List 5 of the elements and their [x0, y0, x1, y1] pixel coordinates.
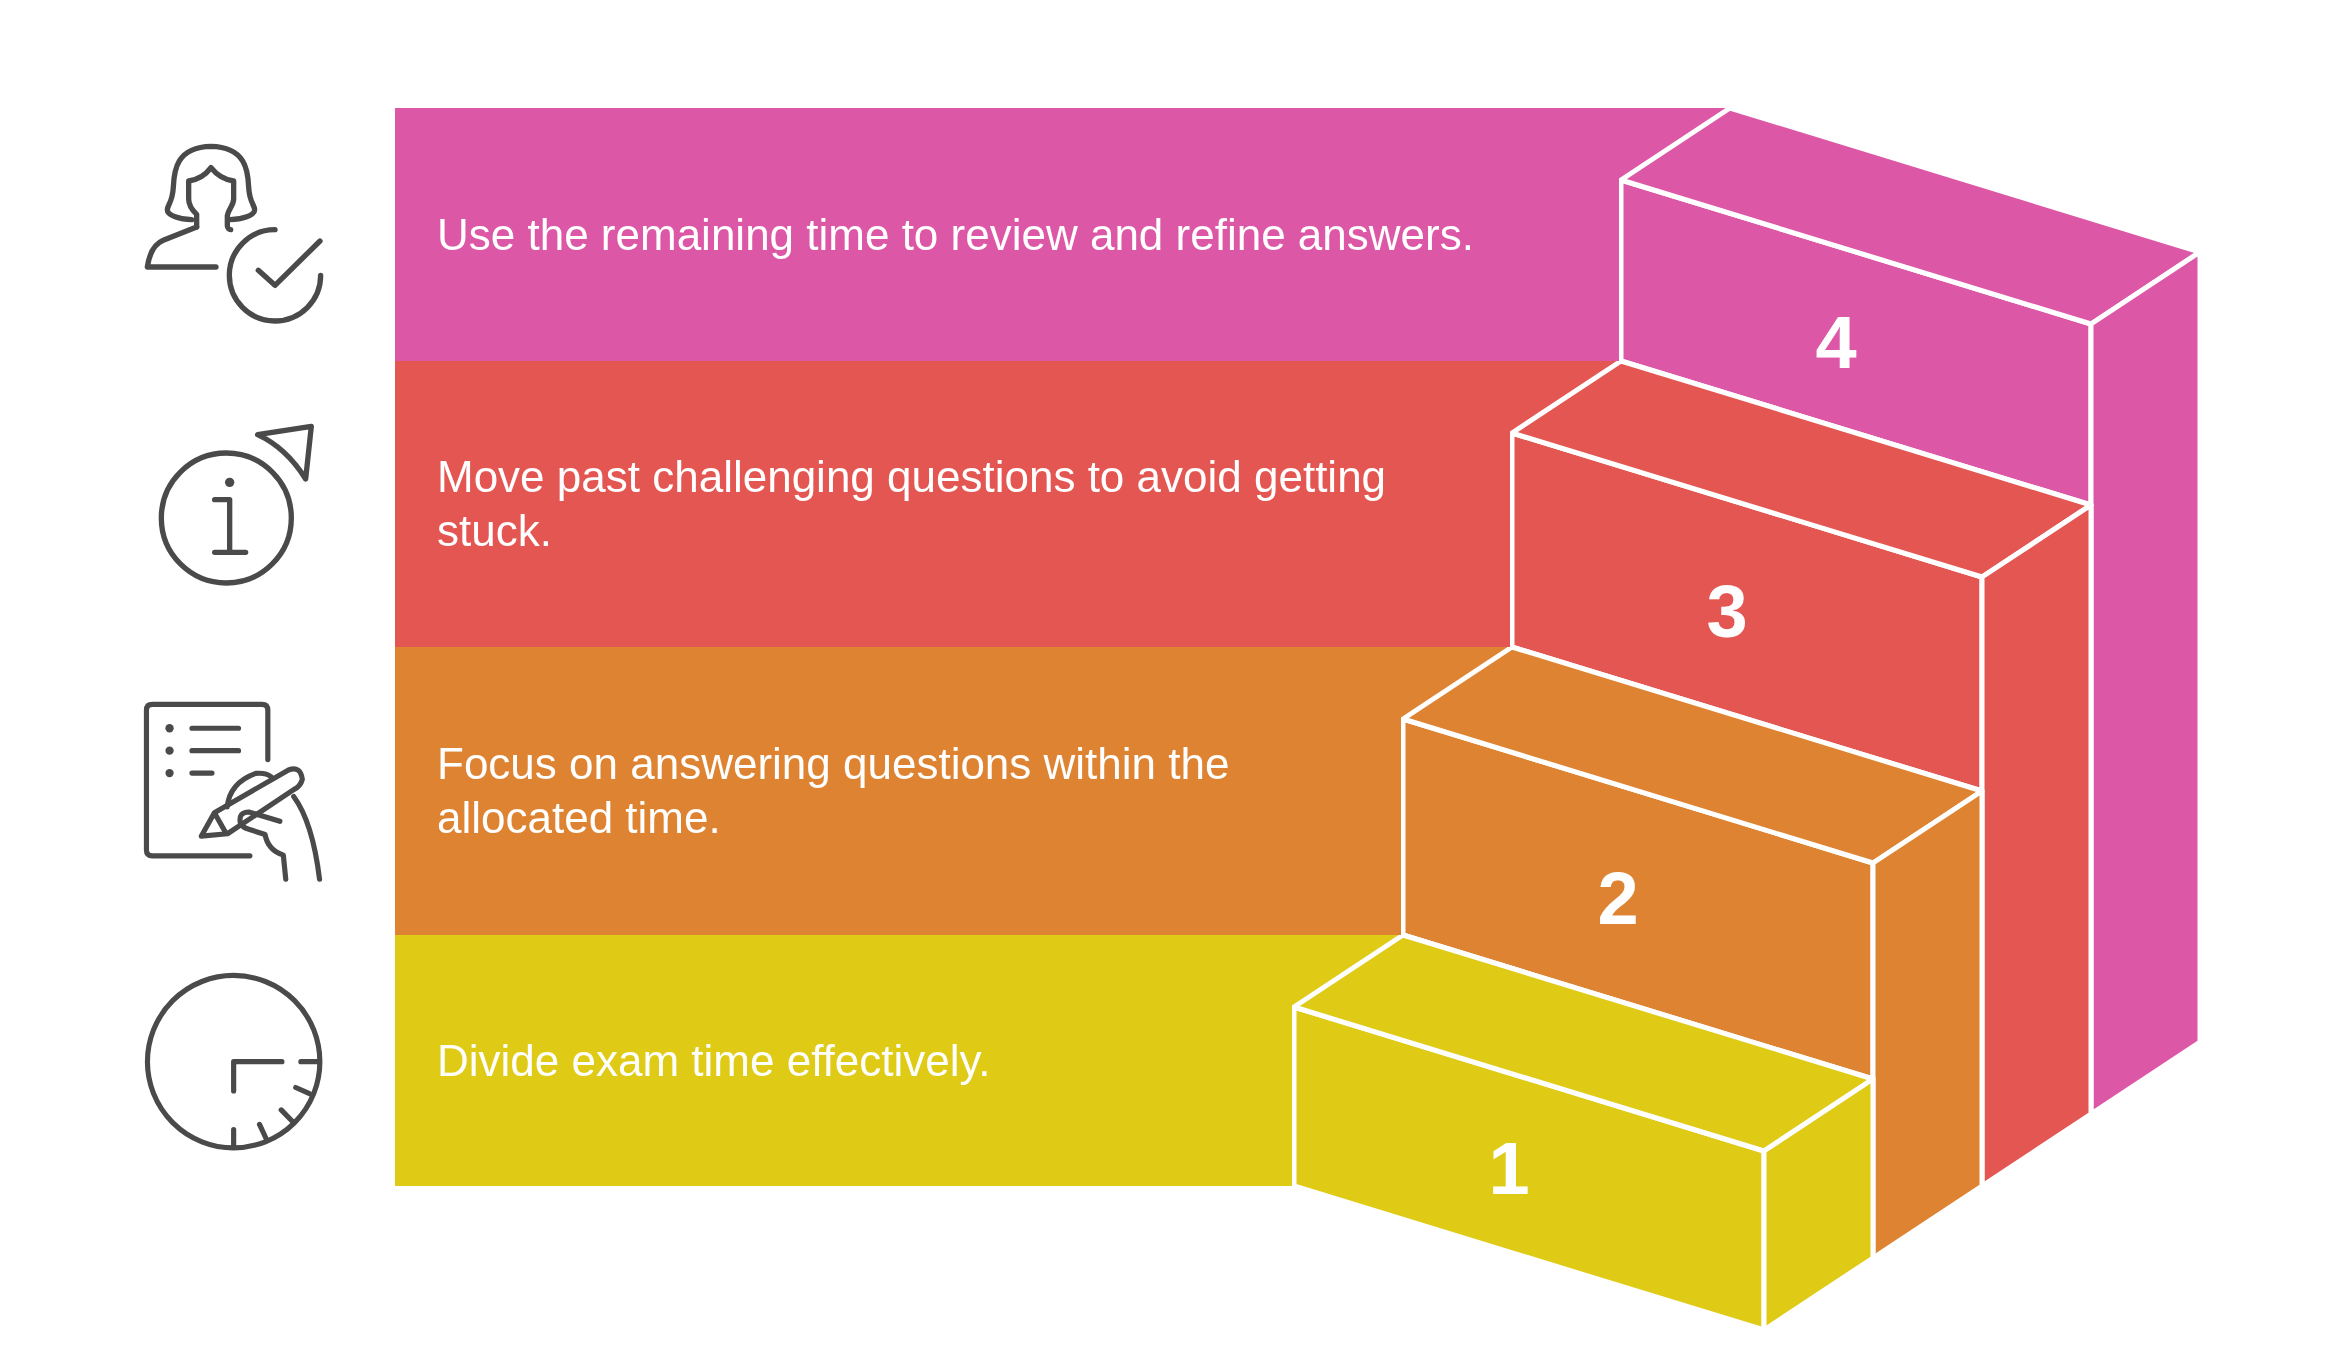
- step-description: Move past challenging questions to avoid getting stuck.: [437, 451, 1388, 557]
- text-band: [395, 935, 1292, 1186]
- step-description: Use the remaining time to review and refine answers.: [437, 208, 1474, 261]
- step-description: Divide exam time effectively.: [437, 1034, 991, 1087]
- step-description: Focus on answering questions within the allocated time.: [437, 738, 1231, 844]
